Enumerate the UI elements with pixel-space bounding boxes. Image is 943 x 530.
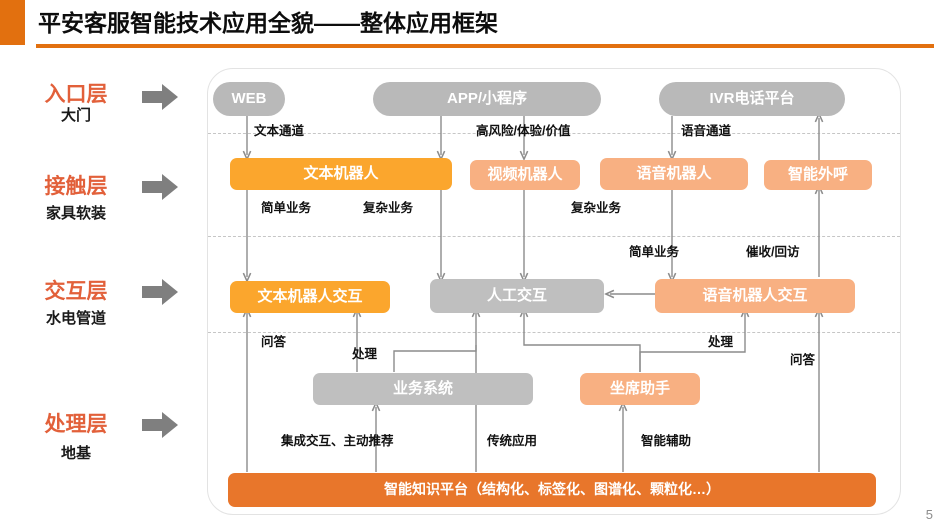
right-arrow-icon xyxy=(142,412,178,438)
node-voice-robot-label: 语音机器人 xyxy=(636,164,712,182)
node-business-system[interactable]: 业务系统 xyxy=(313,373,533,405)
page-title: 平安客服智能技术应用全貌——整体应用框架 xyxy=(38,10,498,36)
node-ivr-label: IVR电话平台 xyxy=(709,89,795,107)
edge-label-handle-left: 处理 xyxy=(352,347,378,361)
node-outbound-call[interactable]: 智能外呼 xyxy=(764,160,872,190)
layer-separator-1 xyxy=(208,133,900,134)
node-outbound-call-label: 智能外呼 xyxy=(787,165,848,183)
node-video-robot-label: 视频机器人 xyxy=(487,165,563,183)
rail-interaction-sub: 水电管道 xyxy=(45,310,106,327)
edge-label-simple-business-2: 简单业务 xyxy=(629,245,680,259)
edge-label-text-channel: 文本通道 xyxy=(254,124,305,138)
page-number: 5 xyxy=(925,507,933,522)
edge-label-complex-business-1: 复杂业务 xyxy=(363,201,414,215)
node-ivr[interactable]: IVR电话平台 xyxy=(659,82,845,116)
rail-entry-main: 入口层 xyxy=(44,83,108,106)
header-accent-block xyxy=(0,0,25,45)
rail-interaction-main: 交互层 xyxy=(44,280,108,303)
node-text-robot-label: 文本机器人 xyxy=(303,164,379,182)
framework-container xyxy=(207,68,901,515)
node-text-robot-interaction-label: 文本机器人交互 xyxy=(257,287,363,305)
node-knowledge-platform[interactable]: 智能知识平台（结构化、标签化、图谱化、颗粒化…） xyxy=(228,473,876,507)
rail-contact-sub: 家具软装 xyxy=(45,205,106,222)
rail-processing-sub: 地基 xyxy=(60,445,91,462)
layer-separator-3 xyxy=(208,332,900,333)
edge-label-qa-left: 问答 xyxy=(261,335,287,349)
right-arrow-icon xyxy=(142,174,178,200)
rail-entry-sub: 大门 xyxy=(60,107,91,124)
node-human-interaction-label: 人工交互 xyxy=(486,286,547,304)
right-arrow-icon xyxy=(142,84,178,110)
edge-label-qa-right: 问答 xyxy=(790,353,816,367)
node-agent-assistant[interactable]: 坐席助手 xyxy=(580,373,700,405)
node-video-robot[interactable]: 视频机器人 xyxy=(470,160,580,190)
edge-label-complex-business-2: 复杂业务 xyxy=(571,201,622,215)
node-voice-robot[interactable]: 语音机器人 xyxy=(600,158,748,190)
edge-label-voice-channel: 语音通道 xyxy=(681,124,732,138)
node-app-label: APP/小程序 xyxy=(446,89,527,107)
node-web-label: WEB xyxy=(231,89,267,107)
node-business-system-label: 业务系统 xyxy=(392,379,453,397)
node-app[interactable]: APP/小程序 xyxy=(373,82,601,116)
edge-label-integrated: 集成交互、主动推荐 xyxy=(281,434,394,448)
header-divider-rule xyxy=(36,44,934,48)
layer-separator-2 xyxy=(208,236,900,237)
node-knowledge-platform-label: 智能知识平台（结构化、标签化、图谱化、颗粒化…） xyxy=(384,481,720,498)
edge-label-collection-revisit: 催收/回访 xyxy=(746,245,800,259)
node-text-robot[interactable]: 文本机器人 xyxy=(230,158,452,190)
edge-label-high-risk: 高风险/体验/价值 xyxy=(476,124,571,138)
edge-label-simple-business-1: 简单业务 xyxy=(261,201,312,215)
edge-label-traditional-app: 传统应用 xyxy=(487,434,538,448)
right-arrow-icon xyxy=(142,279,178,305)
node-voice-robot-interaction-label: 语音机器人交互 xyxy=(702,286,808,304)
node-web[interactable]: WEB xyxy=(213,82,285,116)
node-agent-assistant-label: 坐席助手 xyxy=(609,379,670,397)
node-text-robot-interaction[interactable]: 文本机器人交互 xyxy=(230,281,390,313)
node-voice-robot-interaction[interactable]: 语音机器人交互 xyxy=(655,279,855,313)
rail-processing-main: 处理层 xyxy=(44,413,108,436)
rail-contact-main: 接触层 xyxy=(44,175,108,198)
edge-label-handle-right: 处理 xyxy=(708,335,734,349)
node-human-interaction[interactable]: 人工交互 xyxy=(430,279,604,313)
edge-label-smart-assist: 智能辅助 xyxy=(641,434,692,448)
